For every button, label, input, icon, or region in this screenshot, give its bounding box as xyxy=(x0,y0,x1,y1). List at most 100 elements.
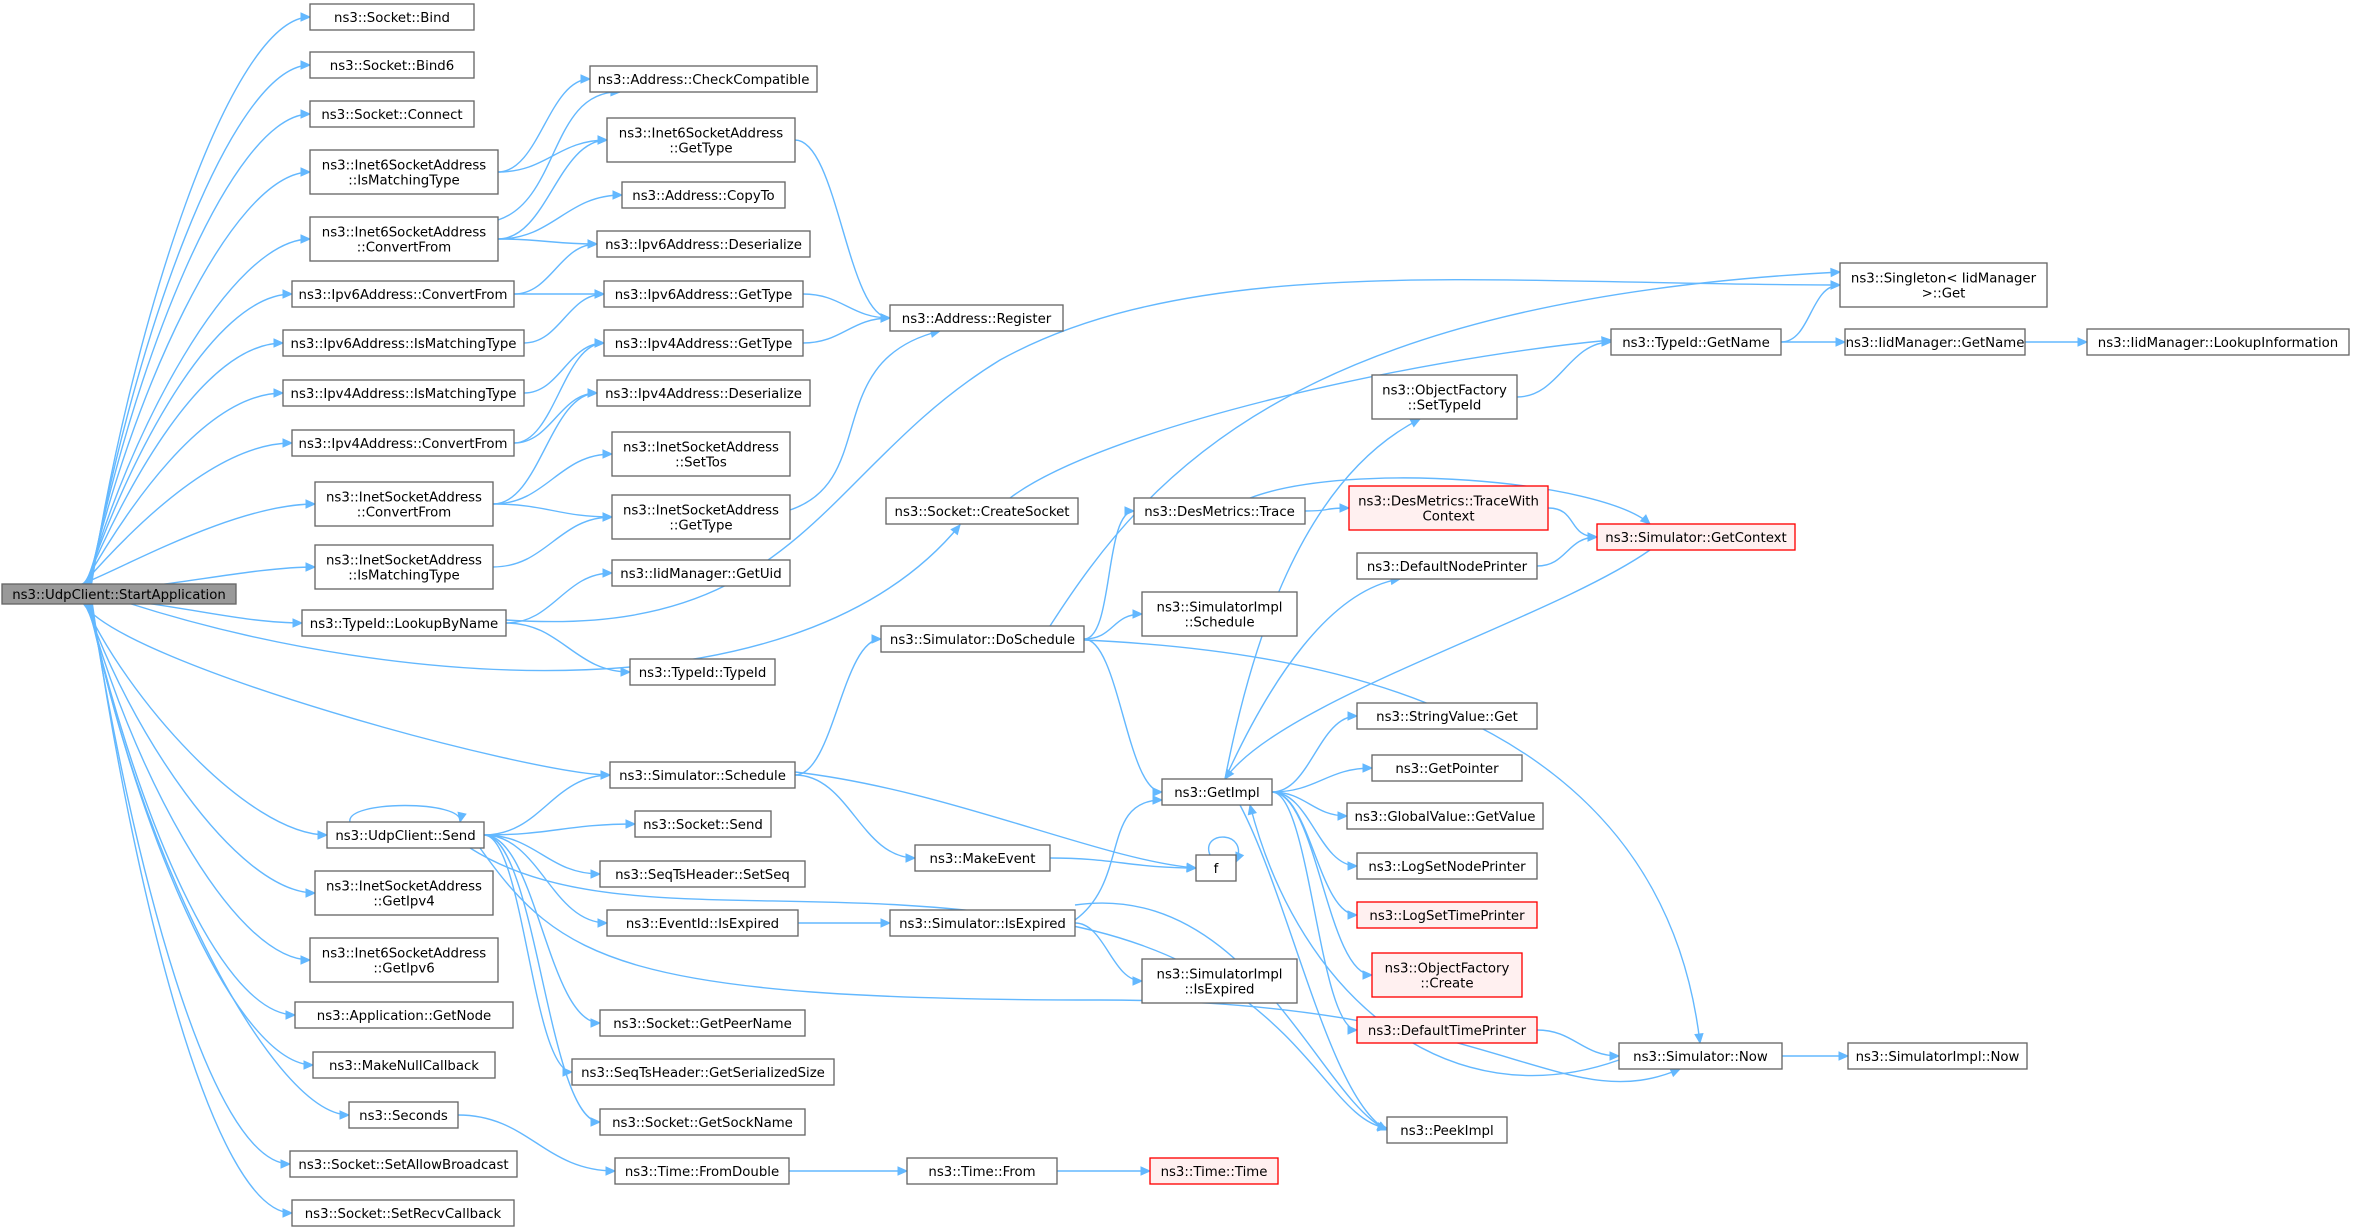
edge-root-to-sockConnect xyxy=(88,109,312,585)
node-isaSetTos[interactable]: ns3::InetSocketAddress::SetTos xyxy=(611,431,791,477)
node-box xyxy=(282,379,525,407)
node-sockConnect[interactable]: ns3::Socket::Connect xyxy=(309,100,475,128)
node-label: ns3::Ipv6Address::GetType xyxy=(615,288,793,303)
node-label: ns3::SeqTsHeader::GetSerializedSize xyxy=(581,1066,825,1081)
node-singletonGet[interactable]: ns3::Singleton< IidManager >::Get xyxy=(1839,262,2048,308)
node-getPointer[interactable]: ns3::GetPointer xyxy=(1371,754,1523,782)
edge-line xyxy=(90,603,291,1165)
node-iidGetUid[interactable]: ns3::IidManager::GetUid xyxy=(611,559,791,587)
node-simImplIsExpired[interactable]: ns3::SimulatorImpl::IsExpired xyxy=(1141,958,1298,1004)
node-label: ns3::DefaultNodePrinter xyxy=(1367,560,1528,575)
edge-line xyxy=(505,572,613,624)
edge-simIsExpired-to-getImpl xyxy=(1074,795,1164,921)
edge-isaIsMatch-to-isaGetType xyxy=(492,512,614,568)
node-seconds[interactable]: ns3::Seconds xyxy=(348,1101,459,1129)
node-sockSetRecvCb[interactable]: ns3::Socket::SetRecvCallback xyxy=(291,1199,515,1227)
node-ipv4Deserialize[interactable]: ns3::Ipv4Address::Deserialize xyxy=(596,379,811,407)
node-getImpl[interactable]: ns3::GetImpl xyxy=(1161,778,1273,806)
node-simSchedule[interactable]: ns3::Simulator::Schedule xyxy=(609,761,796,789)
node-timeFromDouble[interactable]: ns3::Time::FromDouble xyxy=(614,1157,790,1185)
edge-line xyxy=(483,834,608,924)
node-i6saIsMatch[interactable]: ns3::Inet6SocketAddress::IsMatchingType xyxy=(309,149,499,195)
node-ipv4ConvertFrom[interactable]: ns3::Ipv4Address::ConvertFrom xyxy=(291,429,515,457)
node-iidGetName[interactable]: ns3::IidManager::GetName xyxy=(1844,328,2026,356)
node-ipv4GetType[interactable]: ns3::Ipv4Address::GetType xyxy=(603,329,804,357)
edge-defNodePrinter-to-simGetContext xyxy=(1536,532,1599,567)
node-i6saGetType[interactable]: ns3::Inet6SocketAddress::GetType xyxy=(606,117,796,163)
node-strValGet[interactable]: ns3::StringValue::Get xyxy=(1356,702,1538,730)
node-seqSetSeq[interactable]: ns3::SeqTsHeader::SetSeq xyxy=(599,860,806,888)
edge-root-to-isaConvert xyxy=(81,499,317,585)
node-ipv6Deserialize[interactable]: ns3::Ipv6Address::Deserialize xyxy=(596,230,811,258)
edge-arrowhead xyxy=(1609,1051,1621,1061)
node-seqGetSerSize[interactable]: ns3::SeqTsHeader::GetSerializedSize xyxy=(571,1058,835,1086)
edge-arrowhead xyxy=(1347,711,1359,721)
node-ipv4IsMatch[interactable]: ns3::Ipv4Address::IsMatchingType xyxy=(282,379,525,407)
node-label: ns3::Socket::Bind6 xyxy=(330,59,454,74)
node-desTrace[interactable]: ns3::DesMetrics::Trace xyxy=(1133,497,1306,525)
node-sockGetSockName[interactable]: ns3::Socket::GetSockName xyxy=(599,1108,806,1136)
node-box xyxy=(309,3,475,31)
node-sockBind[interactable]: ns3::Socket::Bind xyxy=(309,3,475,31)
node-typeIdGetName[interactable]: ns3::TypeId::GetName xyxy=(1610,328,1782,356)
node-i6saConvert[interactable]: ns3::Inet6SocketAddress::ConvertFrom xyxy=(309,216,499,262)
node-typeIdTypeId[interactable]: ns3::TypeId::TypeId xyxy=(629,658,776,686)
edge-timeFrom-to-timeTime xyxy=(1057,1166,1152,1176)
node-ipv6IsMatch[interactable]: ns3::Ipv6Address::IsMatchingType xyxy=(282,329,525,357)
node-sockGetPeer[interactable]: ns3::Socket::GetPeerName xyxy=(599,1009,806,1037)
node-isaGetType[interactable]: ns3::InetSocketAddress::GetType xyxy=(611,494,791,540)
node-typeIdLookup[interactable]: ns3::TypeId::LookupByName xyxy=(301,609,507,637)
node-addrCheckCompat[interactable]: ns3::Address::CheckCompatible xyxy=(589,65,818,93)
node-root[interactable]: ns3::UdpClient::StartApplication xyxy=(1,583,237,605)
node-globalValGet[interactable]: ns3::GlobalValue::GetValue xyxy=(1346,802,1544,830)
node-iidLookupInfo[interactable]: ns3::IidManager::LookupInformation xyxy=(2086,328,2350,356)
node-simDoSchedule[interactable]: ns3::Simulator::DoSchedule xyxy=(880,625,1085,653)
node-defNodePrinter[interactable]: ns3::DefaultNodePrinter xyxy=(1356,552,1538,580)
edge-timeFromDouble-to-timeFrom xyxy=(789,1166,909,1176)
node-peekImpl[interactable]: ns3::PeekImpl xyxy=(1386,1116,1508,1144)
edge-line xyxy=(1224,578,1401,780)
node-timeTime[interactable]: ns3::Time::Time xyxy=(1149,1157,1279,1185)
edge-line xyxy=(483,834,601,875)
edge-root-to-udpSend xyxy=(84,603,329,840)
node-evIsExpired[interactable]: ns3::EventId::IsExpired xyxy=(606,909,799,937)
node-addrRegister[interactable]: ns3::Address::Register xyxy=(889,304,1064,332)
node-makeEvent[interactable]: ns3::MakeEvent xyxy=(914,844,1051,872)
node-box xyxy=(1141,591,1298,637)
node-sockBind6[interactable]: ns3::Socket::Bind6 xyxy=(309,51,475,79)
node-i6saGetIpv6[interactable]: ns3::Inet6SocketAddress::GetIpv6 xyxy=(309,937,499,983)
node-ipv6ConvertFrom[interactable]: ns3::Ipv6Address::ConvertFrom xyxy=(291,280,515,308)
edge-line xyxy=(483,823,636,836)
node-label: ns3::IidManager::GetName xyxy=(1846,336,2025,351)
node-ipv6GetType[interactable]: ns3::Ipv6Address::GetType xyxy=(603,280,804,308)
node-sockSetAllowBc[interactable]: ns3::Socket::SetAllowBroadcast xyxy=(289,1150,518,1178)
node-logSetNode[interactable]: ns3::LogSetNodePrinter xyxy=(1356,852,1538,880)
node-makeNullCb[interactable]: ns3::MakeNullCallback xyxy=(312,1051,496,1079)
node-sockCreate[interactable]: ns3::Socket::CreateSocket xyxy=(885,497,1079,525)
node-simImplNow[interactable]: ns3::SimulatorImpl::Now xyxy=(1847,1042,2028,1070)
edge-getImpl-to-getPointer xyxy=(1271,763,1374,793)
node-logSetTime[interactable]: ns3::LogSetTimePrinter xyxy=(1356,901,1538,929)
edge-getImpl-to-peekImpl xyxy=(1239,804,1389,1131)
node-simIsExpired[interactable]: ns3::Simulator::IsExpired xyxy=(889,909,1076,937)
node-label: ns3::UdpClient::StartApplication xyxy=(12,588,226,603)
edge-line xyxy=(1516,341,1612,398)
node-simImplSchedule[interactable]: ns3::SimulatorImpl::Schedule xyxy=(1141,591,1298,637)
edge-line xyxy=(483,834,601,1024)
node-simNow[interactable]: ns3::Simulator::Now xyxy=(1618,1042,1783,1070)
node-timeFrom[interactable]: ns3::Time::From xyxy=(906,1157,1058,1185)
node-addrCopyTo[interactable]: ns3::Address::CopyTo xyxy=(621,181,786,209)
edge-arrowhead xyxy=(300,109,312,119)
node-objFactSetType[interactable]: ns3::ObjectFactory::SetTypeId xyxy=(1371,374,1518,420)
node-appGetNode[interactable]: ns3::Application::GetNode xyxy=(294,1001,514,1029)
node-simGetContext[interactable]: ns3::Simulator::GetContext xyxy=(1596,523,1796,551)
node-sockSend[interactable]: ns3::Socket::Send xyxy=(634,810,772,838)
node-defTimePrinter[interactable]: ns3::DefaultTimePrinter xyxy=(1356,1016,1538,1044)
node-objFactCreate[interactable]: ns3::ObjectFactory::Create xyxy=(1371,952,1523,998)
node-isaGetIpv4[interactable]: ns3::InetSocketAddress::GetIpv4 xyxy=(314,870,494,916)
node-isaConvert[interactable]: ns3::InetSocketAddress::ConvertFrom xyxy=(314,481,494,527)
node-f[interactable]: f xyxy=(1195,854,1237,882)
node-isaIsMatch[interactable]: ns3::InetSocketAddress::IsMatchingType xyxy=(314,544,494,590)
node-udpSend[interactable]: ns3::UdpClient::Send xyxy=(326,821,485,849)
